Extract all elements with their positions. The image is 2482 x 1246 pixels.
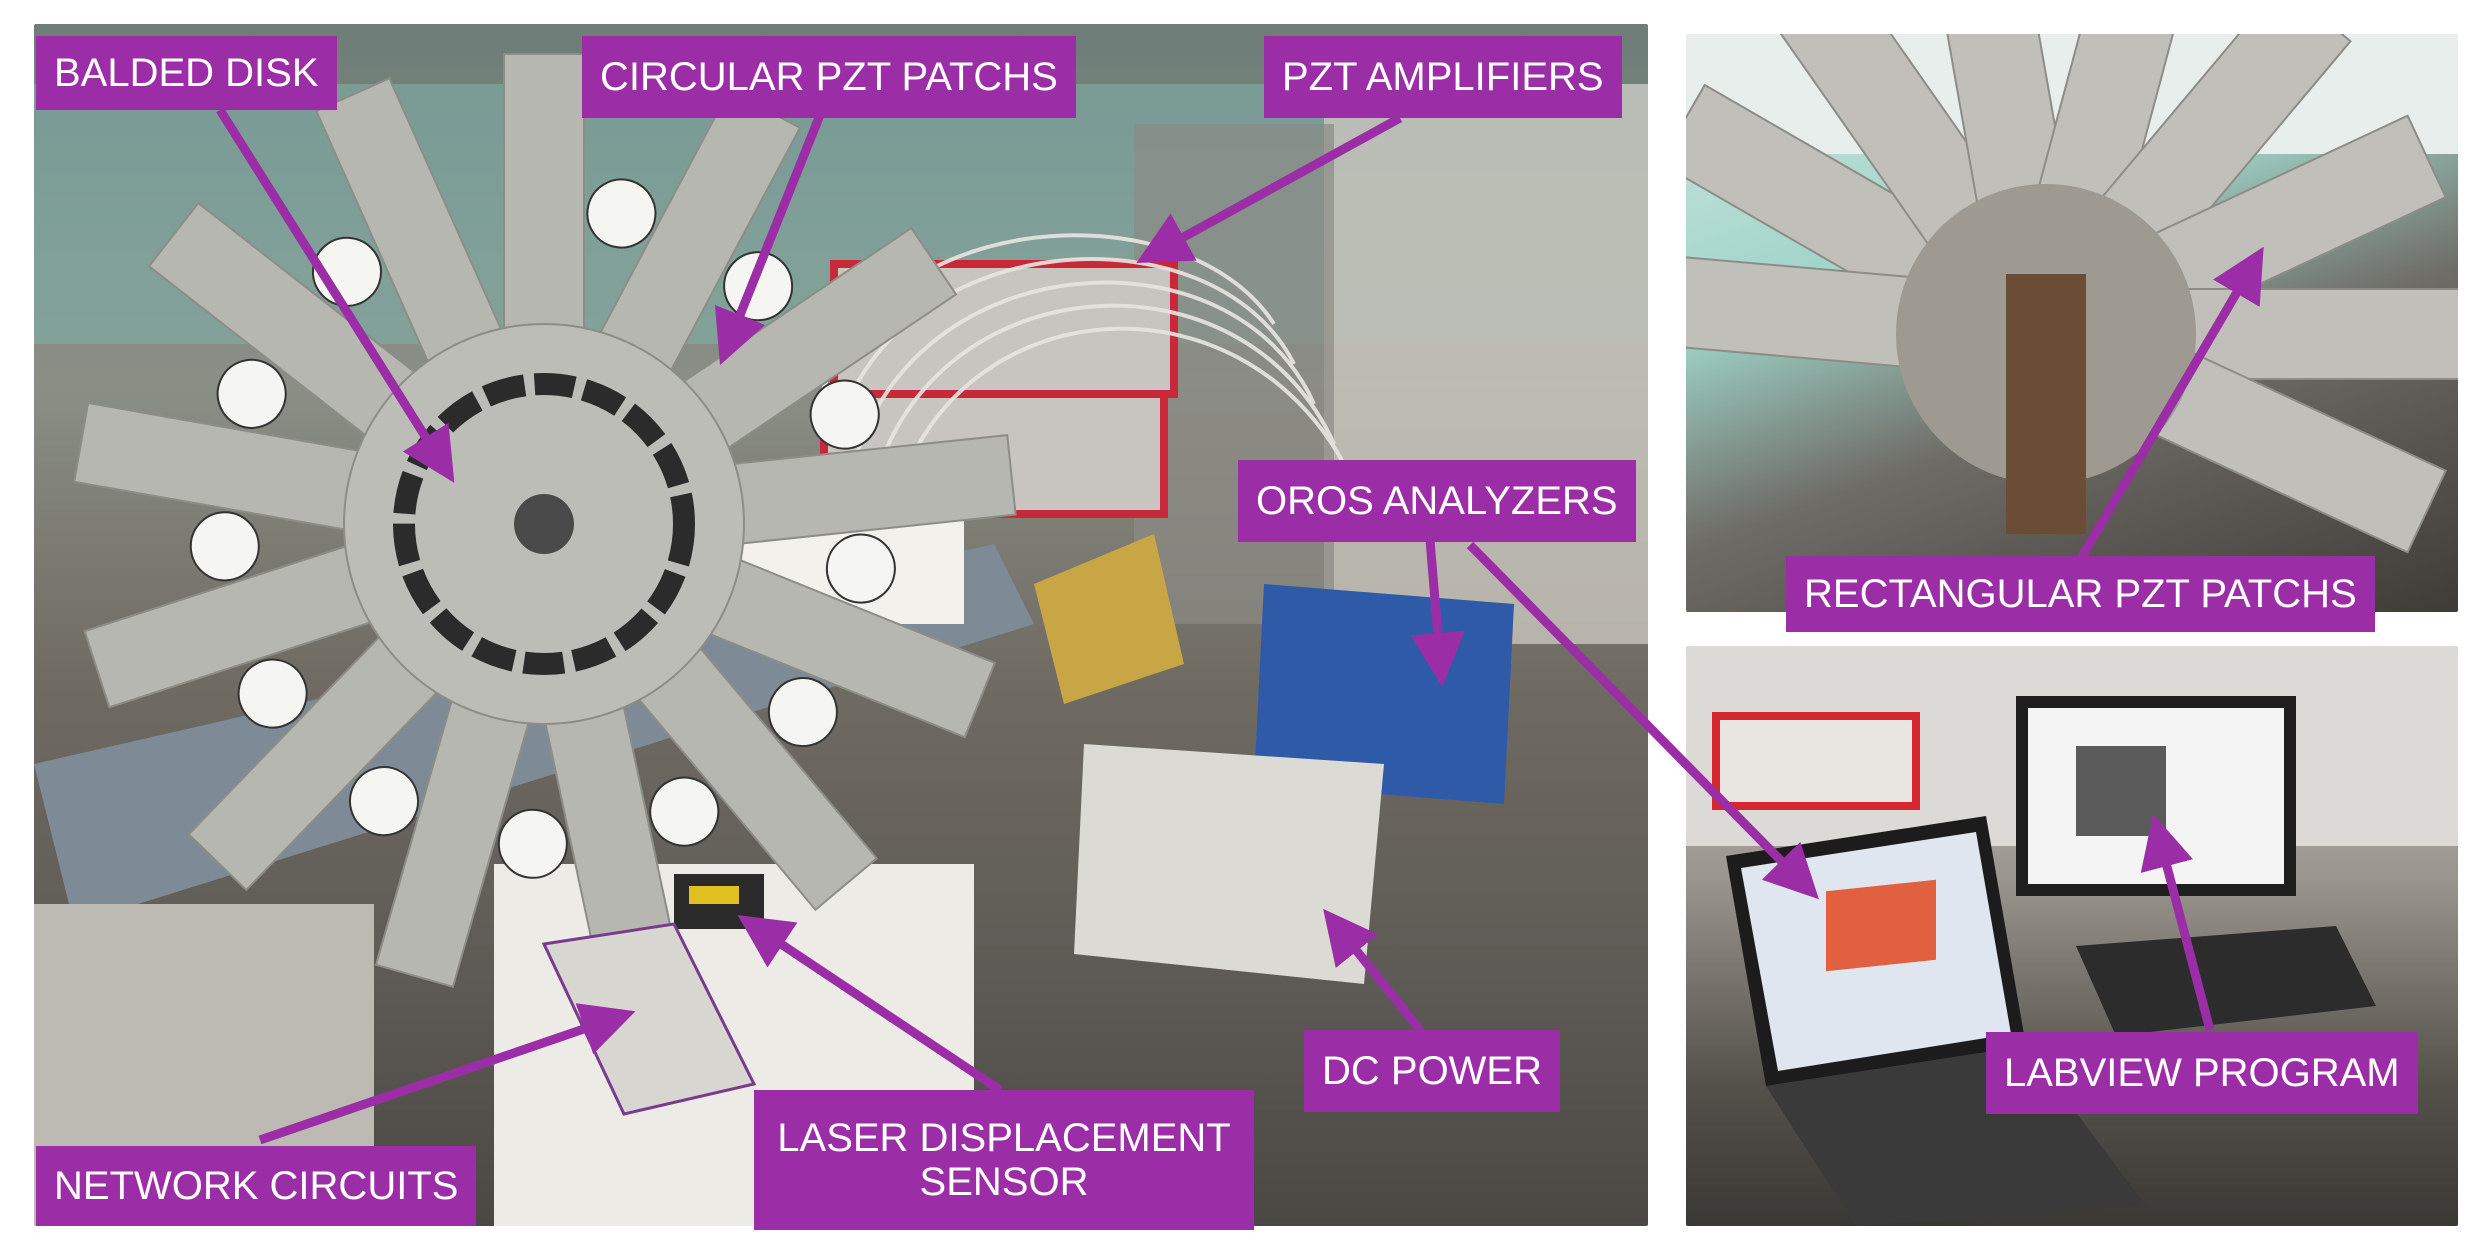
label-network-circuits: NETWORK CIRCUITS: [36, 1146, 477, 1226]
label-labview-program: LABVIEW PROGRAM: [1986, 1032, 2418, 1114]
label-laser-displacement-sensor: LASER DISPLACEMENT SENSOR: [754, 1090, 1254, 1230]
bottom-right-photo: [1686, 646, 2458, 1226]
label-laser-line2: SENSOR: [919, 1160, 1089, 1204]
rectangular-pzt-scene: [1686, 34, 2458, 554]
label-bladed-disk: BALDED DISK: [36, 36, 337, 110]
label-rectangular-pzt: RECTANGULAR PZT PATCHS: [1786, 556, 2375, 632]
label-laser-line1: LASER DISPLACEMENT: [777, 1116, 1231, 1160]
top-right-photo: [1686, 34, 2458, 612]
labview-scene: [1686, 646, 2458, 1226]
label-oros-analyzers: OROS ANALYZERS: [1238, 460, 1636, 542]
label-circular-pzt: CIRCULAR PZT PATCHS: [582, 36, 1076, 118]
label-pzt-amplifiers: PZT AMPLIFIERS: [1264, 36, 1622, 118]
label-dc-power: DC POWER: [1304, 1030, 1560, 1112]
